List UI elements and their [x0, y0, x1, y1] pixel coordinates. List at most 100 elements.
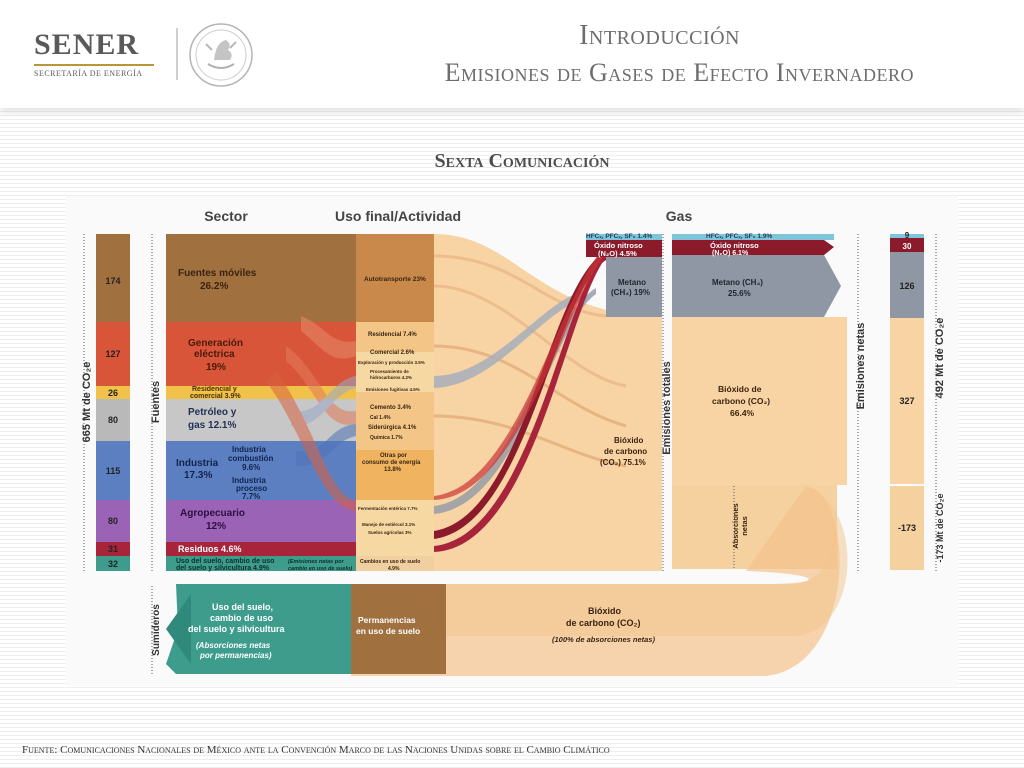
right-bar-n2o [890, 238, 924, 252]
flow-ch4-band [434, 291, 586, 388]
left-value: 127 [105, 349, 120, 359]
left-bar-residuos [96, 542, 130, 556]
sink-note: por permanencias) [199, 651, 272, 660]
sector-note: cambio en uso de suelo) [288, 566, 352, 572]
co2-sink-arrow-band [351, 486, 840, 676]
header-gas: Gas [666, 208, 693, 224]
sector-sublabel: Industria [232, 476, 266, 485]
sector-label: Uso del suelo, cambio de uso [176, 558, 274, 565]
sector-label: Residuos 4.6% [178, 544, 242, 554]
right-value: 9 [905, 231, 910, 240]
activity-label: hidrocarburos 4.2% [370, 375, 412, 380]
sector-pct: 12% [206, 521, 226, 532]
sector-pct: 17.3% [184, 470, 212, 481]
emissions-sankey-diagram: Sector Uso final/Actividad Gas 174 127 2… [66, 196, 958, 686]
emisiones-totales-label: Emisiones totales [661, 361, 673, 455]
sink-label: Uso del suelo, [212, 602, 273, 612]
gas-label: 66.4% [730, 408, 755, 418]
activity-residencial [356, 322, 434, 352]
flow-band [301, 316, 356, 359]
flow-line [433, 254, 607, 318]
gas-column-right: HFCₓ, PFCₓ, SF₆ 1.9% Óxido nitroso (N₂O)… [672, 233, 847, 569]
gas-label: Óxido nitroso [594, 241, 643, 250]
activity-label: Cambios en uso de suelo [360, 559, 420, 565]
left-bar-generacion [96, 322, 130, 386]
activity-label: Comercial 2.6% [370, 350, 415, 356]
gas-n2o-right [672, 240, 834, 255]
logo-divider [176, 28, 178, 80]
left-value-column: 174 127 26 80 115 80 31 32 [96, 234, 130, 571]
sumideros-axis-label: Sumideros [151, 604, 162, 656]
flow-line [433, 414, 627, 468]
right-value: 30 [903, 242, 912, 251]
gas-label: Óxido nitroso [710, 241, 759, 250]
sector-uso-suelo [166, 556, 356, 571]
section-title: Sexta Comunicación [434, 150, 610, 172]
sector-label: Fuentes móviles [178, 268, 257, 279]
activity-label: Emisiones fugitivas 4.5% [366, 387, 420, 392]
left-value: 80 [108, 415, 118, 425]
gas-n2o-left [586, 240, 662, 257]
sector-agropecuario [166, 500, 356, 542]
total-axis-label: 665 Mt de CO₂e [81, 362, 93, 443]
gas-label: (CO₂) 75.1% [600, 458, 646, 467]
left-bar-residencial [96, 386, 130, 399]
gas-label: (N₂O) 6.1% [712, 250, 749, 257]
right-value: -173 [898, 523, 916, 533]
gas-label: Metano (CH₄) [712, 278, 763, 287]
left-value: 31 [108, 544, 118, 554]
activity-label: Manejo de estiércol 3.1% [362, 522, 415, 527]
sector-label: Petróleo y [188, 407, 237, 418]
flow-band [266, 371, 356, 511]
flow-band [286, 346, 356, 425]
sink-arrow-head [166, 594, 191, 664]
gas-ch4-left [606, 257, 662, 317]
sector-label: Residencial y [192, 386, 237, 393]
activity-petroleo-group [356, 352, 434, 392]
activity-label: Suelos agrícolas 3% [368, 530, 412, 535]
sector-sublabel: 7.7% [242, 492, 260, 501]
right-bar-co2 [890, 318, 924, 484]
sector-sublabel: proceso [236, 484, 267, 493]
left-value: 115 [106, 466, 121, 476]
logo-name: SENER [34, 28, 140, 61]
gas-label: Bióxido [614, 436, 643, 445]
sector-column: Fuentes móviles 26.2% Generación eléctri… [166, 234, 356, 572]
activity-industria-group [356, 392, 434, 450]
gas-label: Metano [618, 278, 646, 287]
sector-note: (Emisiones netas por [288, 559, 344, 565]
mexico-seal-icon [189, 23, 253, 87]
activity-agro-group [356, 500, 434, 556]
logo-rule [34, 64, 154, 66]
gas-label: 25.6% [728, 289, 751, 298]
gas-hfc-right [672, 234, 834, 240]
activity-label: Cal 1.4% [370, 415, 391, 421]
gas-label: carbono (CO₂) [712, 396, 770, 406]
right-bar-ch4 [890, 252, 924, 318]
flow-line [433, 344, 627, 428]
sink-label: en uso de suelo [356, 626, 420, 636]
sector-label: eléctrica [194, 349, 235, 360]
sink-label: cambio de uso [210, 613, 274, 623]
activity-to-gas-flows [433, 234, 662, 571]
flow-band [291, 376, 356, 427]
sector-label: del suelo y silvicultura 4.9% [176, 565, 270, 572]
flow-thin-lines [433, 254, 627, 468]
right-value: 327 [899, 396, 914, 406]
left-value: 32 [108, 559, 118, 569]
gas-label: Absorciones [731, 503, 740, 548]
sector-residencial [166, 386, 356, 399]
activity-otras [356, 450, 434, 500]
slide-subtitle: Emisiones de Gases de Efecto Invernadero [444, 58, 914, 87]
activity-label: 4.9% [388, 566, 400, 572]
sector-residuos [166, 542, 356, 556]
activity-label: Otras por [380, 453, 408, 459]
sink-note: (Absorciones netas [196, 641, 271, 650]
net-absorb-label: -173 Mt de CO₂e [935, 493, 945, 562]
activity-label: Cemento 3.4% [370, 405, 412, 411]
activity-autotransporte [356, 234, 434, 322]
activity-label: Procesamiento de [370, 369, 409, 374]
gas-label: HFCₓ, PFCₓ, SF₆ 1.9% [706, 233, 772, 240]
sink-label: Permanencias [358, 615, 416, 625]
left-bar-industria [96, 441, 130, 500]
